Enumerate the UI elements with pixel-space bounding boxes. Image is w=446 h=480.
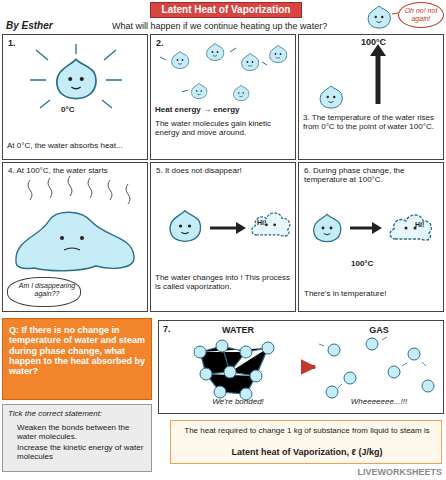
node-text: 4. At 100°C, the water starts [8, 166, 144, 175]
comic-panel: 5. It does not disappear! Hi! The water ch… [150, 162, 296, 312]
free-label: By Esther [6, 20, 76, 32]
node-text: At 0°C, the water absorbs heat... [7, 141, 145, 150]
node-text: The water molecules gain kinetic energy … [155, 119, 293, 137]
node-text: Am I disappearing again?? [14, 282, 80, 298]
node-text: 2. [156, 38, 176, 48]
node-text: 3. The temperature of the water rises fr… [303, 113, 439, 131]
node-text: Latent heat of Vaporization, ℓ (J/kg) [177, 447, 437, 457]
node-text: There's in temperature! [304, 289, 440, 298]
thought-bubble: Am I disappearing again?? [7, 277, 81, 307]
node-text: GAS [317, 325, 441, 335]
title-bar: Latent Heat of Vaporization [150, 2, 302, 18]
node-text: The water changes into ! This process is… [155, 273, 293, 291]
node-text: 0°C [61, 105, 101, 114]
node-text: Hi! [257, 219, 277, 227]
water-box: WATER We're bonded! [177, 323, 299, 411]
node-text: WATER [177, 325, 299, 335]
node-text: Heat energy → energy [155, 105, 293, 114]
free-label: What will happen if we continue heating … [112, 21, 374, 31]
arrow-connector [301, 365, 315, 369]
node-text: Hi! [415, 221, 435, 229]
node-text: 1. [8, 38, 28, 48]
comic-panel: 7.WATER We're bonded! GAS Wheeeeeee...!!! [158, 320, 444, 414]
node-text: Increase the kinetic energy of water mol… [17, 443, 149, 461]
gas-box: GAS Wheeeeeee...!!! [317, 323, 441, 411]
comic-panel: 100°C 3. The temperature of the water ris… [298, 34, 444, 160]
node-text: 100°C [351, 259, 401, 268]
node-text: Wheeeeeee...!!! [317, 397, 441, 406]
node-text: 5. It does not disappear! [156, 166, 292, 175]
watermark: LIVEWORKSHEETS [330, 467, 442, 477]
node-text: Q: If there is no change in temperature … [9, 325, 147, 377]
node-text: 6. During phase change, the temperature … [304, 166, 440, 184]
comic-panel: 1. 0°C At 0°C, the water absorbs heat... [2, 34, 148, 160]
node-text: Latent Heat of Vaporization [151, 4, 301, 16]
node-text: Tick the correct statement: [8, 409, 148, 418]
node-text: 100°C [361, 37, 401, 47]
comic-panel: 6. During phase change, the temperature … [298, 162, 444, 312]
tick-box: Tick the correct statement: Weaken the bo… [2, 404, 152, 472]
node-text: Oh no! not again! [403, 7, 439, 23]
node-text: Weaken the bonds between the water molec… [17, 423, 149, 441]
question-box: Q: If there is no change in temperature … [2, 318, 152, 400]
definition-box: The heat required to change 1 kg of subs… [170, 420, 442, 464]
comic-panel: 2. Heat energy → energyThe water molecule… [150, 34, 296, 160]
node-text: The heat required to change 1 kg of subs… [177, 426, 437, 435]
node-text: 7. [163, 324, 177, 334]
speech-bubble: Oh no! not again! [398, 2, 444, 28]
comic-panel: 4. At 100°C, the water starts Am I disapp… [2, 162, 148, 312]
node-text: We're bonded! [177, 397, 299, 406]
